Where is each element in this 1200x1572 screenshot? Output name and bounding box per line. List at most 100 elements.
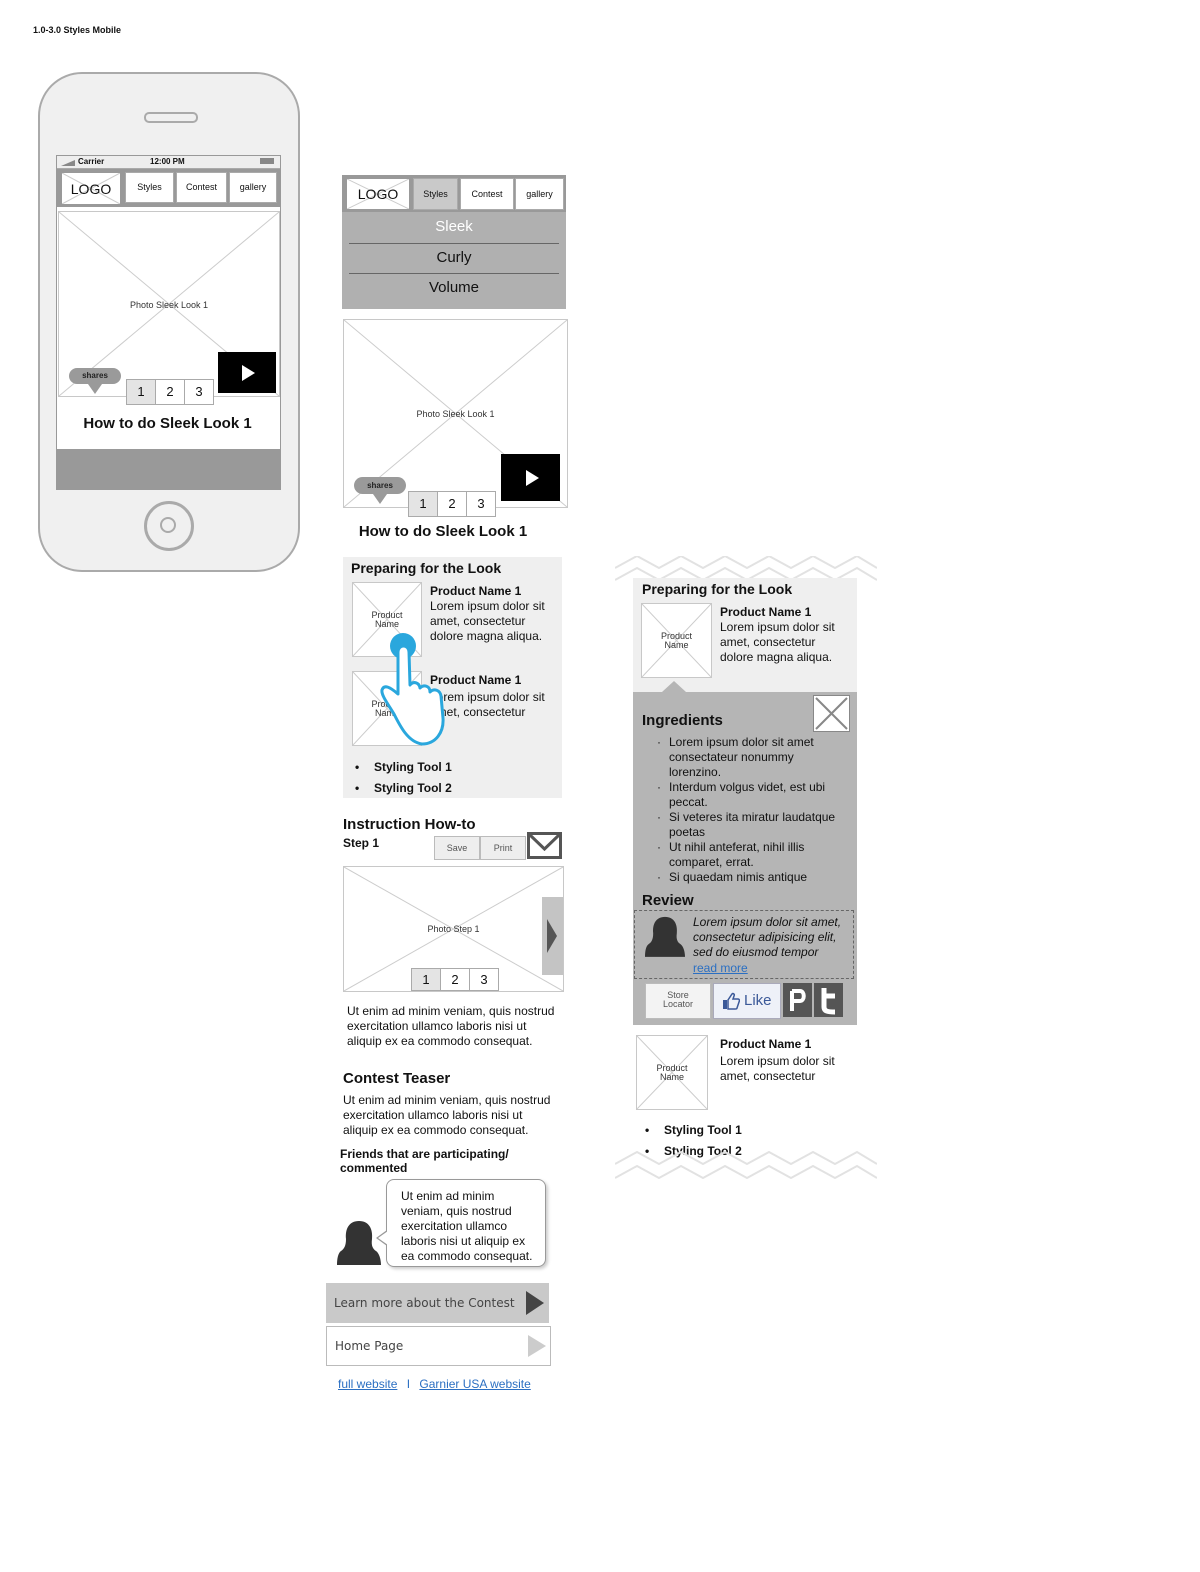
ingredients-heading: Ingredients	[642, 712, 723, 729]
read-more-link[interactable]: read more	[693, 961, 748, 975]
arrow-right-icon	[528, 1335, 546, 1357]
product-name[interactable]: Product Name 1	[720, 605, 812, 619]
phone-screen: Carrier 12:00 PM LOGO Styles Contest gal…	[56, 155, 281, 490]
page-1[interactable]: 1	[408, 491, 438, 517]
logo[interactable]: LOGO	[61, 172, 121, 205]
instruction-text: Ut enim ad minim veniam, quis nostrud ex…	[347, 1004, 555, 1048]
page-2[interactable]: 2	[440, 968, 470, 991]
page-2[interactable]: 2	[155, 379, 185, 405]
print-button[interactable]: Print	[480, 836, 526, 860]
step-label: Step 1	[343, 836, 380, 850]
review-text: Lorem ipsum dolor sit amet, consectetur …	[693, 915, 842, 959]
carrier-label: Carrier	[78, 157, 105, 166]
product-description: Lorem ipsum dolor sit amet, consectetur …	[430, 599, 545, 643]
section-heading: Preparing for the Look	[351, 560, 502, 576]
page-1[interactable]: 1	[411, 968, 441, 991]
play-video-button[interactable]	[501, 454, 560, 501]
list-item: ·Interdum volgus videt, est ubi peccat.	[657, 780, 826, 809]
battery-icon	[260, 158, 274, 164]
product-name[interactable]: Product Name 1	[430, 584, 522, 598]
nav-bar: LOGO Styles Contest gallery	[342, 175, 566, 212]
tab-contest[interactable]: Contest	[176, 172, 227, 203]
save-button[interactable]: Save	[434, 836, 480, 860]
page-3[interactable]: 3	[184, 379, 214, 405]
ingredients-list: ·Lorem ipsum dolor sit amet consectateur…	[655, 735, 845, 885]
play-video-button[interactable]	[218, 352, 276, 393]
facebook-like-button[interactable]: Like	[713, 983, 781, 1019]
shares-button[interactable]: shares	[69, 368, 121, 394]
signal-icon	[61, 159, 75, 166]
friends-heading: Friends that are participating/ commente…	[340, 1147, 509, 1175]
list-item: ·Si quaedam nimis antique	[657, 870, 808, 884]
reviewer-avatar[interactable]	[645, 915, 685, 957]
full-website-link[interactable]: full website	[338, 1377, 398, 1391]
contest-heading: Contest Teaser	[343, 1070, 451, 1087]
styles-dropdown: Sleek Curly Volume	[342, 212, 566, 309]
comment-text: Ut enim ad minim veniam, quis nostrud ex…	[401, 1189, 533, 1263]
tab-gallery[interactable]: gallery	[229, 172, 277, 203]
footer-links: full website I Garnier USA website	[338, 1377, 531, 1391]
friend-avatar[interactable]	[337, 1219, 381, 1265]
learn-more-button[interactable]: Learn more about the Contest	[326, 1283, 549, 1323]
photo-label: Photo Sleek Look 1	[129, 300, 209, 310]
product-description: Lorem ipsum dolor sit amet, consectetur	[430, 690, 545, 719]
look-title: How to do Sleek Look 1	[358, 523, 528, 540]
page-3[interactable]: 3	[469, 968, 499, 991]
styling-tools-list: Styling Tool 1 Styling Tool 2	[352, 760, 452, 802]
product-image[interactable]: Product Name	[636, 1035, 708, 1110]
comment-bubble: Ut enim ad minim veniam, quis nostrud ex…	[376, 1179, 546, 1267]
product-image[interactable]: Product Name	[641, 603, 712, 678]
panel-pointer	[662, 681, 686, 692]
list-item: ·Si veteres ita miratur laudatque poetas	[657, 810, 836, 839]
list-item[interactable]: Styling Tool 1	[642, 1123, 742, 1144]
tab-gallery[interactable]: gallery	[515, 178, 564, 210]
shares-button[interactable]: shares	[354, 477, 406, 504]
page-1[interactable]: 1	[126, 379, 156, 405]
product-name[interactable]: Product Name 1	[720, 1037, 812, 1051]
close-icon[interactable]	[813, 695, 850, 732]
tab-styles[interactable]: Styles	[125, 172, 174, 203]
look-title: How to do Sleek Look 1	[83, 415, 252, 432]
contest-text: Ut enim ad minim veniam, quis nostrud ex…	[343, 1093, 551, 1137]
phone-speaker	[144, 112, 198, 123]
menu-item-volume[interactable]: Volume	[428, 279, 480, 296]
review-box	[634, 910, 854, 979]
menu-item-curly[interactable]: Curly	[436, 249, 472, 266]
home-page-button[interactable]: Home Page	[326, 1326, 551, 1366]
list-item: ·Lorem ipsum dolor sit amet consectateur…	[657, 735, 814, 779]
section-heading: Preparing for the Look	[642, 581, 793, 597]
product-details-panel	[633, 692, 857, 1025]
instruction-heading: Instruction How-to	[343, 816, 476, 833]
list-item[interactable]: Styling Tool 1	[352, 760, 452, 781]
menu-item-sleek[interactable]: Sleek	[435, 218, 473, 235]
home-button[interactable]	[144, 501, 194, 551]
pinterest-icon[interactable]	[783, 983, 812, 1017]
list-item: ·Ut nihil anteferat, nihil illis compare…	[657, 840, 805, 869]
torn-edge-bottom	[615, 1150, 877, 1180]
tap-gesture-icon	[378, 632, 450, 748]
twitter-icon[interactable]	[814, 983, 843, 1017]
store-locator-button[interactable]: Store Locator	[645, 983, 711, 1019]
photo-pager: 1 2 3	[408, 491, 496, 517]
bottom-bar	[57, 449, 280, 489]
tab-contest[interactable]: Contest	[460, 178, 514, 210]
garnier-usa-link[interactable]: Garnier USA website	[419, 1377, 531, 1391]
product-description: Lorem ipsum dolor sit amet, consectetur	[720, 1054, 835, 1083]
product-name[interactable]: Product Name 1	[430, 673, 522, 687]
product-description: Lorem ipsum dolor sit amet, consectetur …	[720, 620, 835, 664]
photo-label: Photo Sleek Look 1	[416, 409, 495, 419]
email-icon[interactable]	[527, 832, 562, 859]
page-title: 1.0-3.0 Styles Mobile	[33, 25, 122, 35]
tab-styles[interactable]: Styles	[413, 178, 458, 210]
arrow-right-icon	[526, 1291, 544, 1315]
logo[interactable]: LOGO	[346, 178, 410, 210]
nav-bar: LOGO Styles Contest gallery	[57, 169, 280, 207]
step-pager: 1 2 3	[411, 968, 499, 991]
photo-label: Photo Step 1	[427, 924, 480, 934]
clock-label: 12:00 PM	[150, 157, 185, 166]
thumbs-up-icon	[723, 992, 740, 1010]
page-2[interactable]: 2	[437, 491, 467, 517]
next-step-button[interactable]	[542, 897, 563, 975]
page-3[interactable]: 3	[466, 491, 496, 517]
list-item[interactable]: Styling Tool 2	[352, 781, 452, 802]
